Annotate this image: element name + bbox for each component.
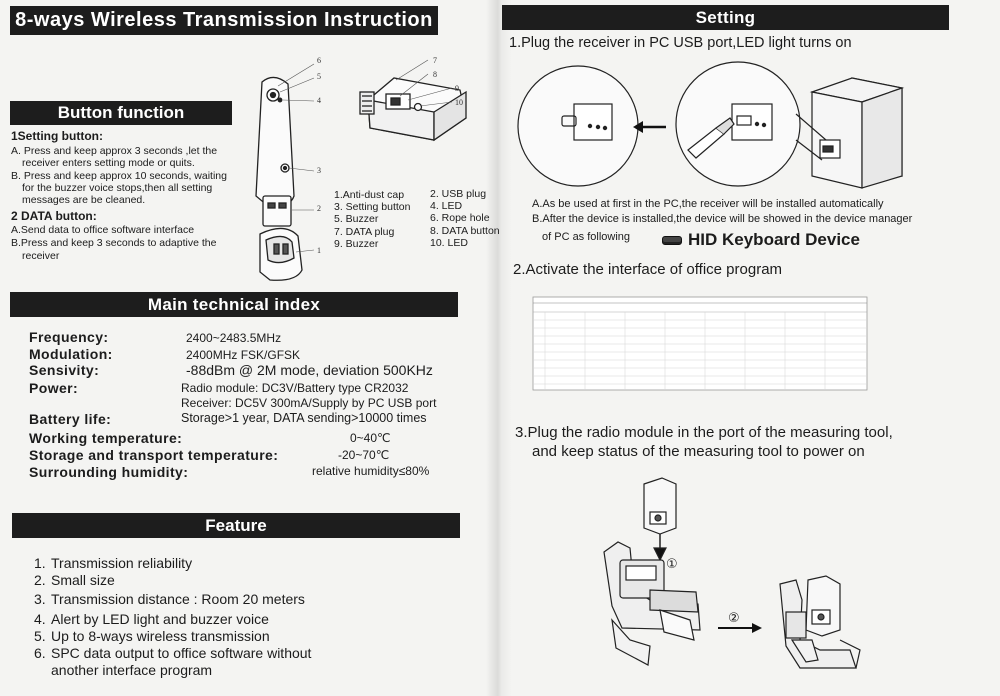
data-b-line1: B.Press and keep 3 seconds to adaptive t… (11, 237, 217, 249)
feature-num-1: 1. (34, 555, 46, 571)
feature-text-5: Up to 8-ways wireless transmission (51, 628, 270, 644)
feature-item-5: 5. Up to 8-ways wireless transmission (34, 628, 270, 645)
note-b-line2: of PC as following (542, 231, 631, 243)
humidity-label: Surrounding humidity: (29, 464, 189, 480)
part-3: 3. Setting button (334, 201, 411, 213)
step-3-line1: 3.Plug the radio module in the port of t… (515, 424, 893, 441)
setting-b-line2: for the buzzer voice stops,then all sett… (22, 182, 213, 194)
hid-label: HID Keyboard Device (688, 230, 860, 249)
callout-5: 5 (317, 72, 321, 81)
setting-b-line1: B. Press and keep approx 10 seconds, wai… (11, 170, 227, 182)
feature-text-6: SPC data output to office software witho… (51, 645, 312, 661)
callout-4: 4 (317, 96, 321, 105)
part-7: 7. DATA plug (334, 226, 395, 238)
feature-text-1: Transmission reliability (51, 555, 193, 571)
tech-index-heading: Main technical index (10, 292, 458, 317)
callout-2: 2 (317, 204, 321, 213)
feature-num-3: 3. (34, 591, 46, 607)
spreadsheet-thumbnail (532, 296, 868, 391)
storage-temp-value: -20~70℃ (338, 448, 390, 462)
feature-text-4: Alert by LED light and buzzer voice (51, 611, 269, 627)
step-circle-2: ② (728, 610, 740, 625)
feature-num-4: 4. (34, 611, 46, 627)
button-function-heading: Button function (10, 101, 232, 125)
callout-9: 9 (455, 84, 459, 93)
usb-plug-in-illustration (517, 61, 905, 189)
step-2-text: 2.Activate the interface of office progr… (513, 261, 783, 278)
sensivity-label: Sensivity: (29, 362, 100, 378)
step-circle-1: ① (666, 556, 678, 571)
callout-10: 10 (455, 98, 463, 107)
feature-heading: Feature (12, 513, 460, 538)
feature-text-2: Small size (51, 572, 115, 588)
setting-b-line3: messages are be cleaned. (22, 194, 146, 206)
power-value-1: Radio module: DC3V/Battery type CR2032 (181, 381, 409, 395)
radio-module-illustration (359, 59, 467, 142)
usb-receiver-illustration (255, 63, 315, 281)
feature-num-2: 2. (34, 572, 46, 588)
part-4: 4. LED (430, 200, 463, 212)
part-10: 10. LED (430, 237, 468, 249)
data-a-line: A.Send data to office software interface (11, 224, 195, 236)
working-temp-label: Working temperature: (29, 430, 183, 446)
feature-num-6: 6. (34, 645, 46, 661)
feature-num-5: 5. (34, 628, 46, 644)
keyboard-icon (662, 235, 682, 245)
humidity-value: relative humidity≤80% (312, 464, 430, 478)
setting-a-line2: receiver enters setting mode or quits. (22, 157, 195, 169)
modulation-label: Modulation: (29, 346, 113, 362)
frequency-value: 2400~2483.5MHz (186, 331, 282, 345)
working-temp-value: 0~40℃ (350, 431, 391, 445)
frequency-label: Frequency: (29, 329, 109, 345)
battery-life-label: Battery life: (29, 411, 112, 427)
setting-a-line1: A. Press and keep approx 3 seconds ,let … (11, 145, 218, 157)
part-2: 2. USB plug (430, 188, 487, 200)
data-b-line2: receiver (22, 250, 60, 262)
battery-life-value: Storage>1 year, DATA sending>10000 times (181, 411, 427, 425)
callout-3: 3 (317, 166, 321, 175)
step-1-text: 1.Plug the receiver in PC USB port,LED l… (509, 35, 852, 51)
storage-temp-label: Storage and transport temperature: (29, 447, 279, 463)
part-9: 9. Buzzer (334, 238, 379, 250)
setting-button-title: 1Setting button: (11, 129, 103, 143)
hid-device-entry: HID Keyboard Device (662, 230, 860, 250)
feature-item-3: 3. Transmission distance : Room 20 meters (34, 591, 305, 608)
feature-item-6: 6. SPC data output to office software wit… (34, 645, 311, 662)
feature-text-3: Transmission distance : Room 20 meters (51, 591, 305, 607)
part-5: 5. Buzzer (334, 213, 379, 225)
power-label: Power: (29, 380, 79, 396)
setting-heading: Setting (502, 5, 949, 30)
feature-item-4: 4. Alert by LED light and buzzer voice (34, 611, 269, 628)
callout-8: 8 (433, 70, 437, 79)
caliper-module-illustration (603, 477, 861, 669)
part-6: 6. Rope hole (430, 212, 490, 224)
sensivity-value: -88dBm @ 2M mode, deviation 500KHz (186, 362, 433, 378)
main-title: 8-ways Wireless Transmission Instruction (10, 6, 438, 35)
part-1: 1.Anti-dust cap (334, 189, 405, 201)
callout-1: 1 (317, 246, 321, 255)
feature-item-2: 2. Small size (34, 572, 115, 589)
step-3-line2: and keep status of the measuring tool to… (532, 443, 865, 460)
paper-fold-shadow (486, 0, 512, 696)
feature-item-6-continued: another interface program (51, 662, 213, 678)
feature-item-1: 1. Transmission reliability (34, 555, 192, 572)
note-a-line: A.As be used at first in the PC,the rece… (532, 198, 884, 210)
modulation-value: 2400MHz FSK/GFSK (186, 348, 301, 362)
note-b-line1: B.After the device is installed,the devi… (532, 213, 913, 225)
power-value-2: Receiver: DC5V 300mA/Supply by PC USB po… (181, 396, 437, 410)
data-button-title: 2 DATA button: (11, 209, 97, 223)
callout-6: 6 (317, 56, 321, 65)
callout-7: 7 (433, 56, 437, 65)
part-8: 8. DATA button (430, 225, 500, 237)
